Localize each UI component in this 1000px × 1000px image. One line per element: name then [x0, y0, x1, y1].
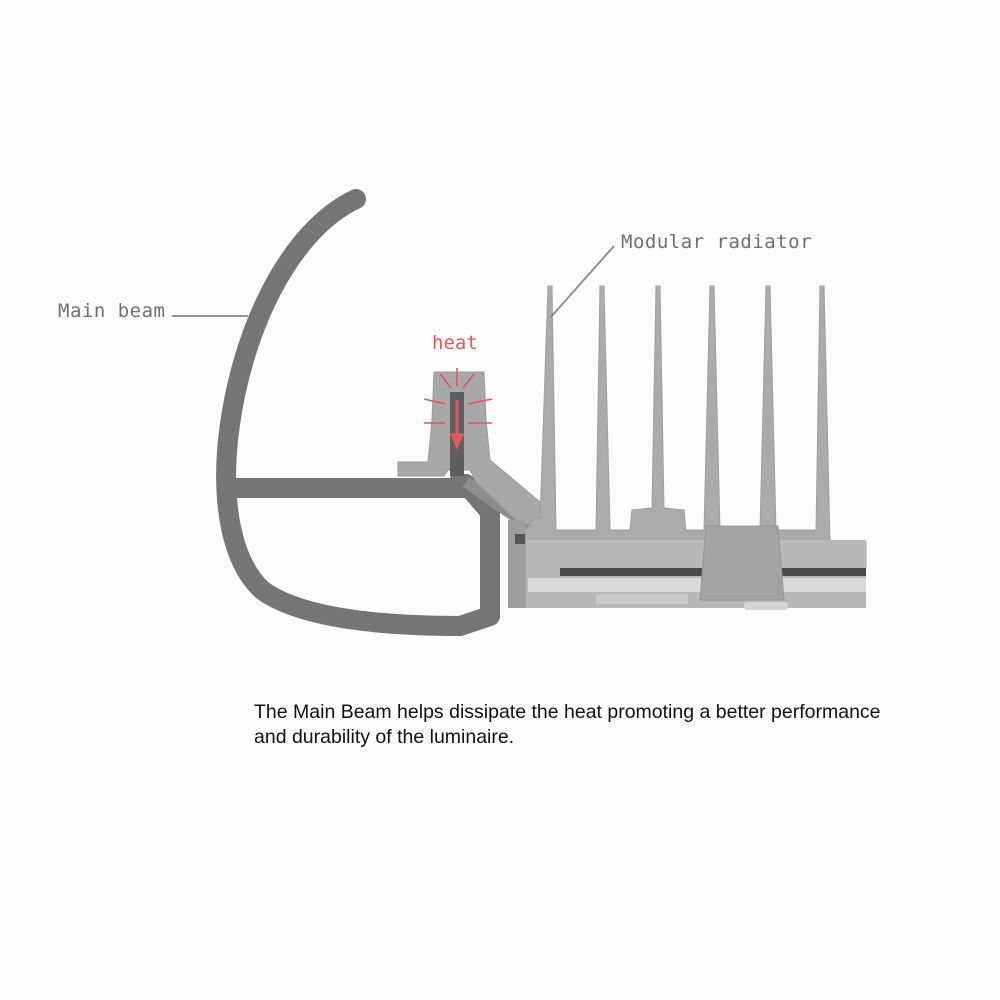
led-board-lens [528, 578, 866, 592]
heat-arrows [423, 368, 493, 451]
modular-radiator [508, 285, 867, 610]
radiator-bottom-shadow [596, 594, 688, 604]
heat-arrow-left-upper [423, 398, 447, 405]
radiator-edge-clip [508, 520, 526, 608]
radiator-center-boss [699, 525, 785, 601]
diagram-caption: The Main Beam helps dissipate the heat p… [254, 701, 881, 748]
main-beam-label: Main beam [58, 300, 166, 322]
radiator-edge-clip-inner [515, 534, 525, 544]
heat-arrow-top-left [439, 373, 452, 389]
radiator-screw [744, 602, 788, 610]
radiator-leader-line [549, 245, 615, 319]
heat-label: heat [432, 332, 478, 354]
heat-arrow-top-right [462, 373, 475, 389]
heat-arrow-right-upper [467, 398, 493, 405]
main-beam-profile [216, 189, 539, 636]
heat-arrow-main-head [449, 433, 465, 451]
modular-radiator-label: Modular radiator [621, 231, 813, 253]
radiator-body [523, 285, 867, 569]
main-beam-curved-arm [216, 189, 500, 636]
